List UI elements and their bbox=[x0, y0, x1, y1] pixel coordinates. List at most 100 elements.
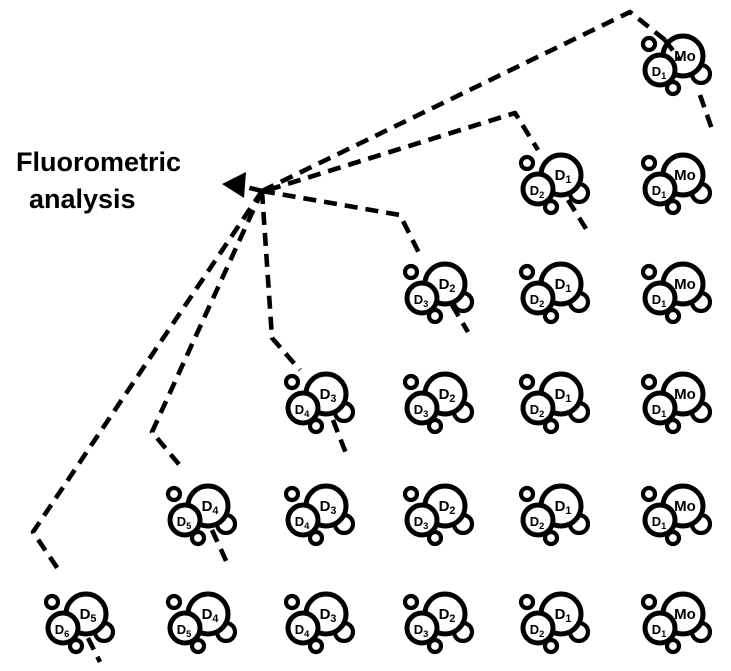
parent-label: D3 bbox=[320, 386, 337, 405]
path-mother-exit bbox=[697, 94, 716, 133]
bud-top-left bbox=[640, 593, 658, 611]
daughter-label: D4 bbox=[295, 514, 310, 531]
bud-bottom bbox=[426, 307, 444, 325]
daughter-label: D4 bbox=[295, 622, 310, 639]
bud-top-left bbox=[165, 593, 183, 611]
bud-top-left bbox=[640, 373, 658, 391]
label-line-2: analysis bbox=[29, 184, 136, 214]
daughter-cell bbox=[285, 502, 321, 538]
parent-label: D2 bbox=[439, 276, 456, 295]
daughter-cell bbox=[520, 390, 556, 426]
bud-bottom bbox=[307, 529, 325, 547]
daughter-label: D1 bbox=[652, 292, 667, 309]
daughter-label: D2 bbox=[530, 183, 545, 200]
bud-bottom bbox=[542, 307, 560, 325]
daughter-label: D5 bbox=[177, 514, 192, 531]
bud-bottom bbox=[664, 637, 682, 655]
daughter-cell bbox=[520, 171, 556, 207]
bud-top-left bbox=[402, 373, 420, 391]
bud-top-left bbox=[43, 593, 61, 611]
daughter-label: D1 bbox=[652, 64, 667, 81]
bud-top-left bbox=[402, 263, 420, 281]
bud-top-left bbox=[518, 485, 536, 503]
daughter-label: D3 bbox=[414, 402, 429, 419]
parent-label: D5 bbox=[80, 606, 97, 625]
parent-label: D4 bbox=[202, 606, 219, 625]
parent-label: Mo bbox=[674, 167, 696, 184]
parent-label: D1 bbox=[555, 498, 572, 517]
path-d5 bbox=[30, 189, 264, 574]
daughter-label: D3 bbox=[414, 514, 429, 531]
bud-bottom bbox=[426, 417, 444, 435]
daughter-cell bbox=[167, 502, 203, 538]
daughter-cell bbox=[642, 502, 678, 538]
bud-top-left bbox=[518, 593, 536, 611]
bud-top-left bbox=[640, 263, 658, 281]
bud-bottom bbox=[664, 307, 682, 325]
parent-label: Mo bbox=[674, 48, 696, 65]
path-mother bbox=[260, 9, 667, 194]
path-d1-exit bbox=[566, 198, 590, 234]
path-d1 bbox=[267, 110, 540, 193]
parent-label: D2 bbox=[439, 498, 456, 517]
bud-bottom bbox=[664, 529, 682, 547]
daughter-label: D4 bbox=[295, 402, 310, 419]
bud-bottom bbox=[664, 198, 682, 216]
daughter-cell bbox=[642, 52, 678, 88]
daughter-label: D1 bbox=[652, 402, 667, 419]
bud-top-left bbox=[518, 373, 536, 391]
daughter-label: D2 bbox=[530, 292, 545, 309]
bud-top-left bbox=[283, 373, 301, 391]
daughter-label: D1 bbox=[652, 183, 667, 200]
path-d3 bbox=[259, 190, 302, 372]
bud-bottom bbox=[664, 79, 682, 97]
label-line-1: Fluorometric bbox=[16, 147, 182, 177]
bud-bottom bbox=[426, 529, 444, 547]
daughter-cell bbox=[520, 610, 556, 646]
daughter-label: D3 bbox=[414, 622, 429, 639]
daughter-cell bbox=[285, 610, 321, 646]
path-d2 bbox=[261, 188, 423, 257]
parent-label: Mo bbox=[674, 606, 696, 623]
bud-top-left bbox=[283, 593, 301, 611]
daughter-label: D2 bbox=[530, 622, 545, 639]
path-mother-tail bbox=[663, 38, 682, 62]
daughter-label: D6 bbox=[55, 622, 70, 639]
parent-label: Mo bbox=[674, 498, 696, 515]
bud-bottom bbox=[189, 529, 207, 547]
daughter-label: D1 bbox=[652, 622, 667, 639]
bud-bottom bbox=[664, 417, 682, 435]
daughter-cell bbox=[520, 502, 556, 538]
daughter-label: D3 bbox=[414, 292, 429, 309]
parent-label: D2 bbox=[439, 386, 456, 405]
daughter-cell bbox=[167, 610, 203, 646]
daughter-cell bbox=[520, 280, 556, 316]
daughter-cell bbox=[45, 610, 81, 646]
arrow-head-icon bbox=[222, 172, 246, 198]
daughter-cell bbox=[642, 610, 678, 646]
daughter-label: D5 bbox=[177, 622, 192, 639]
path-d4 bbox=[149, 190, 265, 470]
daughter-cell bbox=[404, 280, 440, 316]
daughter-cell bbox=[642, 171, 678, 207]
bud-bottom bbox=[542, 417, 560, 435]
parent-label: D1 bbox=[555, 606, 572, 625]
daughter-cell bbox=[404, 610, 440, 646]
bud-bottom bbox=[189, 637, 207, 655]
